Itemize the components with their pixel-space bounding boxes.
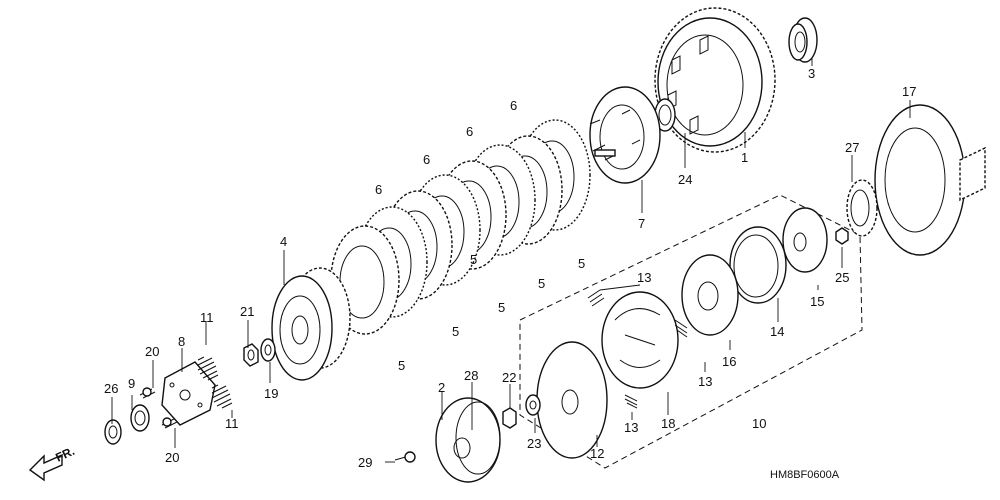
part-20-bolts bbox=[139, 387, 178, 429]
part-13-springs bbox=[587, 289, 688, 409]
leader-lines bbox=[111, 58, 911, 463]
callout-16: 16 bbox=[722, 354, 736, 369]
part-8-lifter-plate bbox=[161, 361, 216, 426]
part-22-nut bbox=[502, 407, 517, 429]
assembly-10-outline bbox=[519, 194, 863, 469]
callout-10: 10 bbox=[752, 416, 766, 431]
part-19-washer bbox=[260, 338, 276, 362]
callout-19: 19 bbox=[264, 386, 278, 401]
callout-9: 9 bbox=[128, 376, 135, 391]
callout-2: 2 bbox=[438, 380, 445, 395]
callout-5: 5 bbox=[538, 276, 545, 291]
callout-22: 22 bbox=[502, 370, 516, 385]
part-16-plate bbox=[681, 254, 739, 336]
part-26-nut bbox=[104, 419, 122, 445]
callout-5: 5 bbox=[578, 256, 585, 271]
callout-6: 6 bbox=[375, 182, 382, 197]
part-18-clutch-weights bbox=[601, 291, 679, 389]
callout-1: 1 bbox=[741, 150, 748, 165]
part-15-plate bbox=[782, 207, 828, 273]
part-9-bearing bbox=[130, 404, 150, 432]
callout-15: 15 bbox=[810, 294, 824, 309]
callout-14: 14 bbox=[770, 324, 784, 339]
callout-20: 20 bbox=[145, 344, 159, 359]
part-24-washer bbox=[654, 98, 676, 132]
callout-17: 17 bbox=[902, 84, 916, 99]
callout-labels: 1 2 3 4 5 5 5 5 5 5 6 6 6 6 6 7 8 9 10 1… bbox=[104, 66, 916, 470]
part-23-washer bbox=[525, 394, 541, 416]
part-29-bolt bbox=[394, 451, 416, 463]
callout-6: 6 bbox=[466, 124, 473, 139]
part-3-collar bbox=[788, 17, 818, 63]
callout-25: 25 bbox=[835, 270, 849, 285]
part-17-drum bbox=[874, 104, 986, 256]
callout-20: 20 bbox=[165, 450, 179, 465]
callout-5: 5 bbox=[470, 252, 477, 267]
callout-28: 28 bbox=[464, 368, 478, 383]
callout-5: 5 bbox=[452, 324, 459, 339]
part-27-one-way-bearing bbox=[846, 179, 878, 237]
callout-4: 4 bbox=[280, 234, 287, 249]
callout-24: 24 bbox=[678, 172, 692, 187]
part-21-nut bbox=[243, 343, 259, 367]
part-11-springs bbox=[197, 356, 233, 409]
callout-6: 6 bbox=[510, 98, 517, 113]
callout-11: 11 bbox=[200, 310, 214, 325]
part-2-cover bbox=[435, 397, 501, 483]
callout-5: 5 bbox=[398, 358, 405, 373]
callout-11: 11 bbox=[225, 416, 239, 431]
callout-21: 21 bbox=[240, 304, 254, 319]
callout-27: 27 bbox=[845, 140, 859, 155]
callout-7: 7 bbox=[638, 216, 645, 231]
clutch-disc-stack bbox=[330, 119, 591, 335]
direction-label: FR. bbox=[53, 444, 76, 465]
callout-23: 23 bbox=[527, 436, 541, 451]
callout-26: 26 bbox=[104, 381, 118, 396]
part-1-clutch-outer bbox=[654, 7, 776, 153]
part-14-lining bbox=[729, 226, 787, 304]
callout-18: 18 bbox=[661, 416, 675, 431]
callout-5: 5 bbox=[498, 300, 505, 315]
part-7-pressure-plate bbox=[589, 86, 661, 184]
part-12-drive-plate bbox=[536, 341, 608, 459]
callout-12: 12 bbox=[590, 446, 604, 461]
callout-6: 6 bbox=[423, 152, 430, 167]
callout-13: 13 bbox=[624, 420, 638, 435]
callout-13: 13 bbox=[698, 374, 712, 389]
callout-8: 8 bbox=[178, 334, 185, 349]
front-direction-arrow: FR. bbox=[28, 444, 77, 482]
diagram-code: HM8BF0600A bbox=[770, 469, 840, 481]
part-25-nut bbox=[835, 227, 849, 245]
callout-3: 3 bbox=[808, 66, 815, 81]
callout-13: 13 bbox=[637, 270, 651, 285]
part-4-clutch-center bbox=[271, 267, 351, 381]
callout-29: 29 bbox=[358, 455, 372, 470]
